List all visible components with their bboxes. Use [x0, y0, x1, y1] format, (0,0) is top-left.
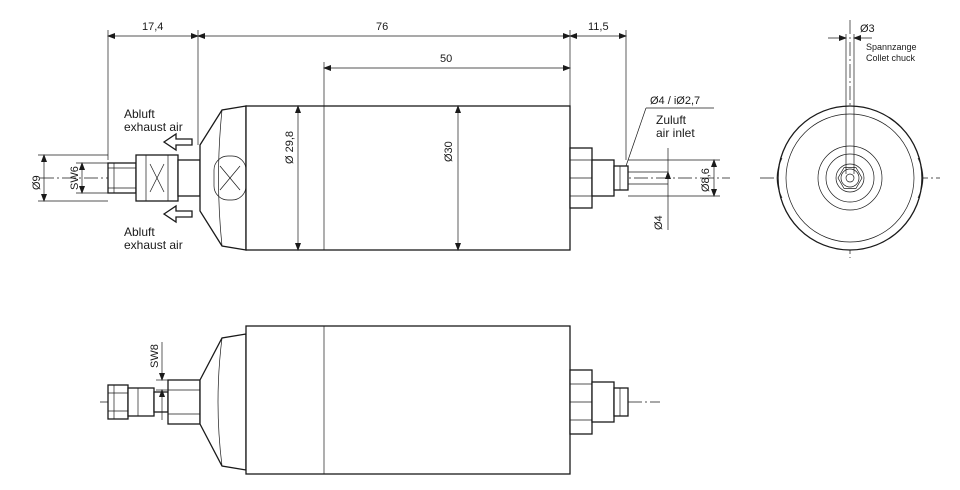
label-exhaust-bottom-en: exhaust air	[124, 238, 183, 252]
dim-rear-length: 17,4	[142, 21, 163, 33]
end-view: Ø3 Spannzange Collet chuck	[760, 20, 940, 258]
label-collet-de: Spannzange	[866, 42, 917, 52]
label-exhaust-top-de: Abluft	[124, 107, 155, 121]
dim-body-length: 76	[376, 21, 388, 33]
dim-exhaust-wrench: SW6	[69, 166, 81, 190]
label-inlet-en: air inlet	[656, 126, 695, 140]
exhaust-arrow-top	[162, 132, 193, 152]
motor-body-top	[245, 325, 571, 475]
label-exhaust-bottom-de: Abluft	[124, 225, 155, 239]
dim-hose-diameter: Ø4	[653, 215, 665, 230]
motor-body	[245, 105, 571, 251]
dim-cap-diameter: Ø 29,8	[284, 131, 296, 164]
shaft-wrench-flats	[167, 379, 201, 425]
label-exhaust-top-en: exhaust air	[124, 120, 183, 134]
top-view: SW8	[100, 325, 660, 475]
dim-front-length: 11,5	[588, 21, 609, 33]
collet-chuck	[835, 163, 865, 193]
label-collet-en: Collet chuck	[866, 53, 916, 63]
dim-hose-outer-inner: Ø4 / iØ2,7	[650, 95, 700, 107]
front-cap	[199, 105, 247, 251]
dim-body-diameter: Ø30	[443, 141, 455, 162]
dim-sleeve-length: 50	[440, 53, 452, 65]
side-view: 17,4 76 11,5 50 Ø9 SW6 Ø 29,8 Ø30 Ø8,6 Ø…	[31, 21, 730, 252]
end-view-outer	[777, 105, 923, 251]
dim-inlet-diameter: Ø8,6	[700, 168, 712, 192]
dim-exhaust-diameter: Ø9	[31, 175, 43, 190]
dim-shaft-wrench: SW8	[149, 344, 161, 368]
exhaust-arrow-bottom	[162, 204, 193, 224]
dim-collet-diameter: Ø3	[860, 23, 875, 35]
label-inlet-de: Zuluft	[656, 113, 687, 127]
